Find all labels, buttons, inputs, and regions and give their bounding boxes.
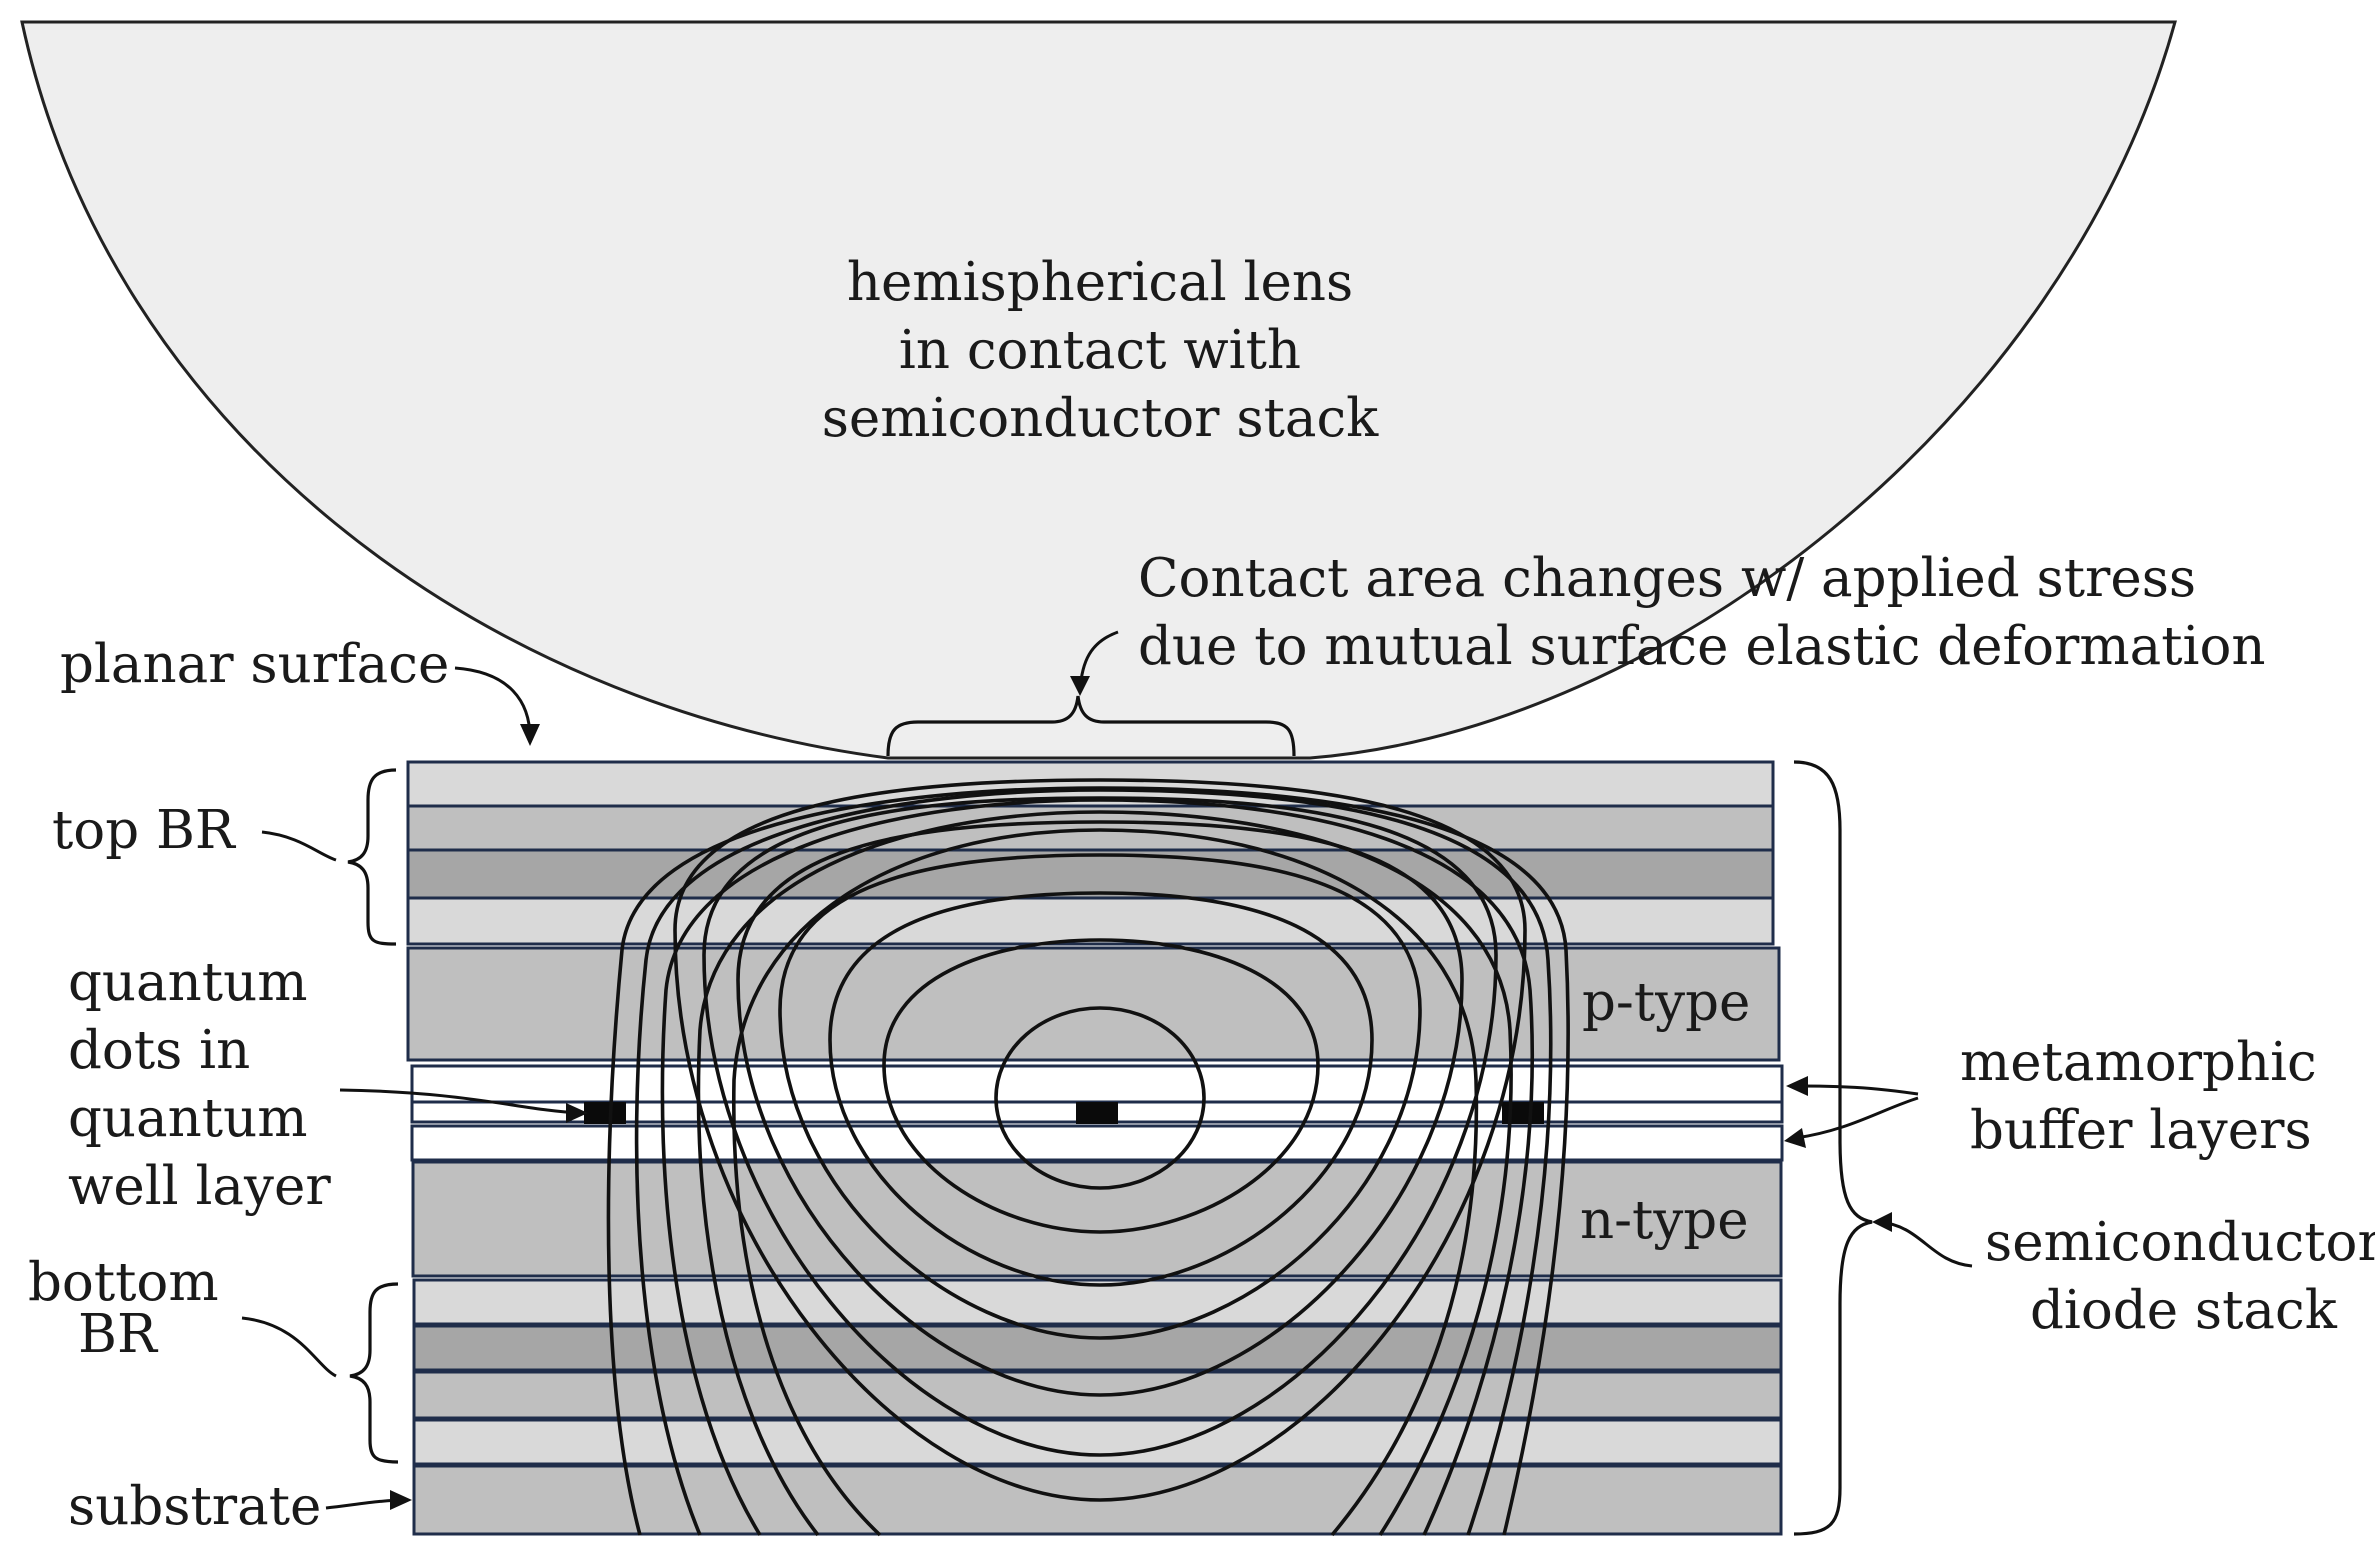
contour-line: [882, 938, 1320, 1234]
quantum-dots-label-line2: dots in: [68, 1020, 250, 1081]
quantum-dot-right: [1502, 1102, 1544, 1124]
top-br-layer-4: [406, 896, 1775, 946]
contour-line: [634, 788, 1553, 1536]
planar-surface-label: planar surface: [60, 634, 449, 695]
bottom-br-layer-1: [412, 1278, 1783, 1326]
substrate-arrowhead: [390, 1490, 412, 1510]
contour-line: [673, 778, 1527, 1502]
lens-label-line3: semiconductor stack: [822, 388, 1379, 449]
n-type-label: n-type: [1580, 1190, 1749, 1251]
buffer-layer-top: [410, 1064, 1784, 1104]
contour-line: [702, 796, 1498, 1457]
top-br-layer-3: [406, 848, 1775, 900]
top-br-arrow: [261, 830, 337, 862]
quantum-dots-arrow: [339, 1088, 581, 1115]
contour-line: [778, 853, 1422, 1340]
lens-label-line2: in contact with: [899, 320, 1301, 381]
stress-contours: [606, 778, 1570, 1537]
bottom-br-brace: [349, 1282, 399, 1464]
contact-label-line1: Contact area changes w/ applied stress: [1138, 548, 2196, 609]
hemispherical-lens: [20, 20, 2177, 760]
quantum-dots-label-line3: quantum: [68, 1088, 307, 1149]
contour-line: [606, 786, 1570, 1536]
contour-line: [736, 820, 1464, 1397]
metamorphic-label-line1: metamorphic: [1960, 1032, 2317, 1093]
stack-arrow: [1879, 1220, 1973, 1268]
planar-surface-arrow: [454, 666, 532, 739]
substrate-label: substrate: [68, 1476, 321, 1537]
quantum-dot-left: [584, 1102, 626, 1124]
contact-label-line2: due to mutual surface elastic deformatio…: [1138, 616, 2266, 677]
stack-label-line1: semiconductor: [1985, 1212, 2375, 1273]
bottom-br-layer-2: [412, 1324, 1783, 1372]
stack-arrowhead: [1872, 1212, 1892, 1232]
contact-area-brace: [886, 695, 1296, 757]
layer-stack: [406, 760, 1784, 1536]
bottom-br-label-line1: bottom: [28, 1252, 219, 1313]
quantum-dots-label-line1: quantum: [68, 952, 307, 1013]
lens-label-line1: hemispherical lens: [847, 252, 1353, 313]
p-type-label: p-type: [1582, 972, 1750, 1033]
metamorphic-label-line2: buffer layers: [1970, 1100, 2312, 1161]
contour-line: [660, 798, 1534, 1536]
metamorphic-arrow-bottom: [1795, 1096, 1919, 1140]
metamorphic-arrowhead-bottom: [1784, 1128, 1806, 1148]
metamorphic-arrowhead-top: [1786, 1076, 1808, 1096]
buffer-layer-bottom: [410, 1124, 1784, 1162]
planar-surface-arrowhead: [520, 724, 540, 746]
stack-label-line2: diode stack: [2030, 1280, 2338, 1341]
bottom-br-label-line2: BR: [78, 1304, 159, 1365]
quantum-dots-label-line4: well layer: [68, 1156, 331, 1217]
top-br-brace: [347, 768, 397, 946]
contour-line: [731, 828, 1479, 1537]
semiconductor-stack-brace: [1793, 760, 1873, 1536]
contour-line: [696, 810, 1513, 1537]
contour-line: [828, 891, 1374, 1287]
metamorphic-arrow-top: [1799, 1084, 1919, 1096]
contact-area-arrowhead: [1070, 676, 1090, 696]
contour-line: [994, 1006, 1206, 1190]
top-br-label: top BR: [52, 800, 237, 861]
quantum-dots-arrowhead: [566, 1103, 588, 1123]
bottom-br-arrow: [241, 1316, 337, 1378]
n-type-layer: [411, 1160, 1783, 1278]
quantum-dot-center: [1076, 1102, 1118, 1124]
